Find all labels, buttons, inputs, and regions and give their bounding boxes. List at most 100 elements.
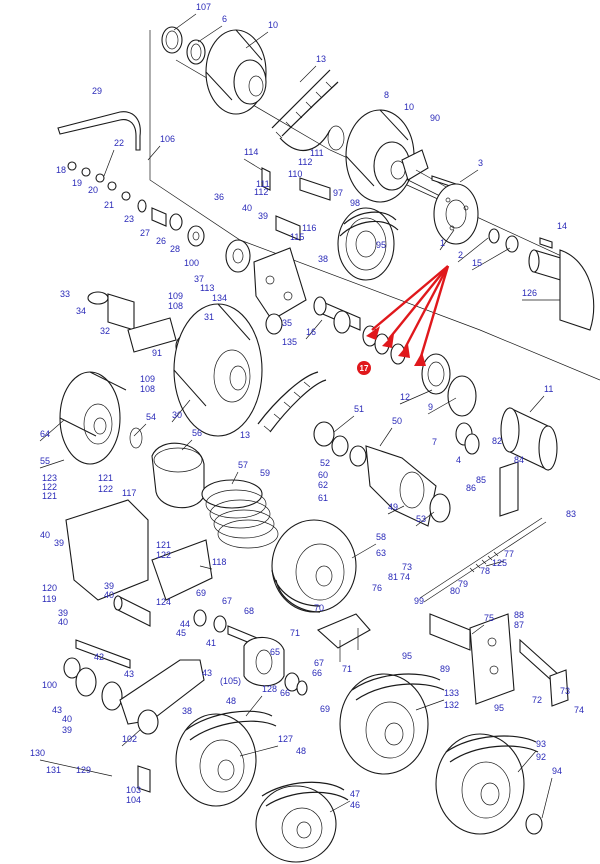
part-label: 130 <box>30 748 45 758</box>
part-label: 40 <box>58 617 68 627</box>
part-label: 72 <box>532 695 542 705</box>
part-label: 43 <box>202 668 212 678</box>
part-label: 27 <box>140 228 150 238</box>
part-label: 39 <box>258 211 268 221</box>
part-label: 38 <box>182 706 192 716</box>
part-label: 120 <box>42 583 57 593</box>
part-label: 64 <box>40 429 50 439</box>
belt-13b <box>257 371 327 433</box>
part-label: 29 <box>92 86 102 96</box>
part-label: 43 <box>124 669 134 679</box>
part-label: 68 <box>244 606 254 616</box>
marker-label: 17 <box>360 364 369 373</box>
part-label: 95 <box>376 240 386 250</box>
part-label: 109 <box>168 291 183 301</box>
part-label: 56 <box>192 428 202 438</box>
part-label: 32 <box>100 326 110 336</box>
part-label: 102 <box>122 734 137 744</box>
part-label: 36 <box>214 192 224 202</box>
disk-30 <box>173 303 263 437</box>
part-label: 111 <box>256 179 270 189</box>
part-label: 76 <box>372 583 382 593</box>
washer-34 <box>87 291 109 305</box>
part-label: 1 <box>440 238 445 248</box>
part-label: 74 <box>574 705 584 715</box>
part-label: 93 <box>536 739 546 749</box>
part-label: 92 <box>536 752 546 762</box>
part-label: 67 <box>222 596 232 606</box>
bracket-70 <box>316 613 371 649</box>
pulley-132 <box>339 673 429 775</box>
part-label: 132 <box>444 700 459 710</box>
part-label: 79 <box>458 579 468 589</box>
part-label: 69 <box>196 588 206 598</box>
highlight-arrows: 17 <box>357 265 450 375</box>
line-art <box>39 13 600 863</box>
part-label: 66 <box>312 668 322 678</box>
part-label: 97 <box>333 188 343 198</box>
part-label: 86 <box>466 483 476 493</box>
part-label: 6 <box>222 14 227 24</box>
part-label: 122 <box>156 550 171 560</box>
pulley-92 <box>435 733 525 835</box>
part-label: 62 <box>318 480 328 490</box>
hub-50 <box>365 445 437 527</box>
part-label: 73 <box>560 686 570 696</box>
part-label: 75 <box>484 613 494 623</box>
part-label: 113 <box>200 283 214 293</box>
part-label: 61 <box>318 493 328 503</box>
part-label: 9 <box>428 402 433 412</box>
part-label: 126 <box>522 288 537 298</box>
bearing-53 <box>429 493 451 523</box>
part-label: 129 <box>76 765 91 775</box>
part-label: 88 <box>514 610 524 620</box>
part-label: 53 <box>416 514 426 524</box>
part-label: 112 <box>298 157 312 167</box>
part-label: 74 <box>400 572 410 582</box>
part-label: 91 <box>152 348 162 358</box>
bearing-12 <box>421 353 451 395</box>
part-label: 121 <box>98 473 113 483</box>
pulley-64 <box>59 371 121 465</box>
part-label: 98 <box>350 198 360 208</box>
part-label: 44 <box>180 619 190 629</box>
part-label: 63 <box>376 548 386 558</box>
part-label: 124 <box>156 597 171 607</box>
ring-94 <box>525 813 543 835</box>
pulley-46 <box>255 785 337 863</box>
part-label: 11 <box>544 384 553 394</box>
part-label: 71 <box>290 628 300 638</box>
part-label: 131 <box>46 765 61 775</box>
part-label: 112 <box>254 187 268 197</box>
drum-56 <box>151 442 205 509</box>
part-label: 117 <box>122 488 136 498</box>
part-label: 109 <box>140 374 155 384</box>
part-label: 10 <box>404 102 414 112</box>
part-label: 104 <box>126 795 141 805</box>
part-label: 82 <box>492 436 502 446</box>
part-label: 10 <box>268 20 278 30</box>
part-label: 49 <box>388 502 398 512</box>
part-label: 70 <box>314 603 324 613</box>
part-label: 14 <box>557 221 567 231</box>
part-label: 48 <box>296 746 306 756</box>
part-label: 111 <box>310 148 324 158</box>
part-label: 30 <box>172 410 182 420</box>
part-label: 108 <box>140 384 155 394</box>
part-label: 47 <box>350 789 360 799</box>
part-label: 4 <box>456 455 461 465</box>
part-label: 69 <box>320 704 330 714</box>
part-label: 35 <box>282 318 292 328</box>
part-label: 59 <box>260 468 270 478</box>
part-label: 77 <box>504 549 514 559</box>
plate-32 <box>107 293 135 331</box>
part-label: 26 <box>156 236 166 246</box>
part-label: 12 <box>400 392 410 402</box>
part-label: 100 <box>42 680 57 690</box>
part-label: 127 <box>278 734 293 744</box>
plate-75 <box>469 613 515 705</box>
part-label: 118 <box>212 557 226 567</box>
part-label: 33 <box>60 289 70 299</box>
part-label: (105) <box>220 676 241 686</box>
